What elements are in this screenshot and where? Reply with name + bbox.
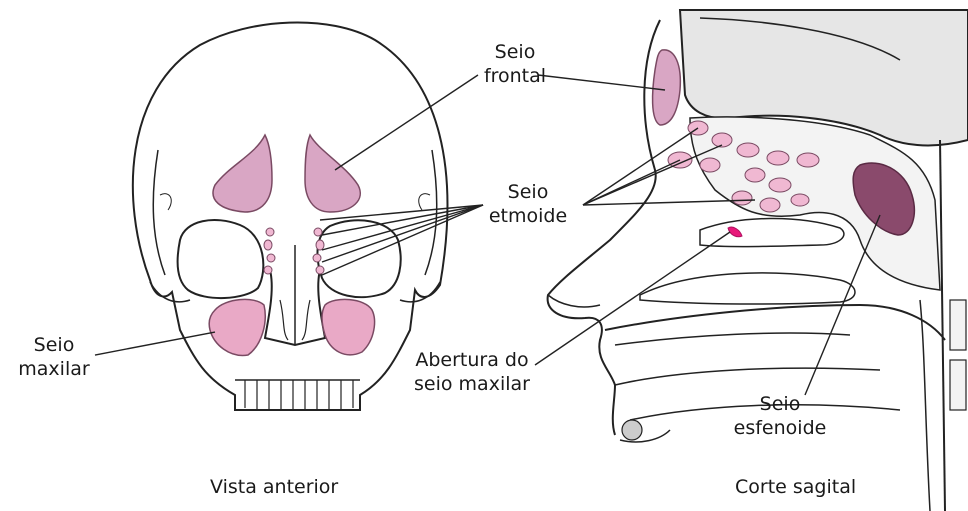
maxillary-opening <box>728 227 742 237</box>
frontal-sinus-right <box>305 135 360 212</box>
frontal-sinus-left <box>213 135 272 212</box>
label-line: maxilar <box>14 357 94 381</box>
label-line: frontal <box>475 64 555 88</box>
label-seio-maxilar: Seio maxilar <box>14 333 94 381</box>
label-line: Seio <box>475 40 555 64</box>
maxillary-sinus-left <box>209 299 265 355</box>
label-line: Seio <box>478 180 578 204</box>
skull-outline <box>133 22 448 410</box>
middle-turbinate <box>700 218 844 246</box>
label-line: etmoide <box>478 204 578 228</box>
label-abertura: Abertura do seio maxilar <box>402 348 542 396</box>
caption-anterior: Vista anterior <box>210 476 338 498</box>
ethmoid-cells-anterior <box>264 228 324 274</box>
label-seio-etmoide: Seio etmoide <box>478 180 578 228</box>
label-line: Seio <box>725 392 835 416</box>
label-line: esfenoide <box>725 416 835 440</box>
label-line: Abertura do <box>402 348 542 372</box>
maxillary-sinus-right <box>322 299 375 354</box>
left-orbit <box>178 220 264 298</box>
label-line: Seio <box>14 333 94 357</box>
frontal-sinus-sagittal <box>653 50 681 125</box>
label-line: seio maxilar <box>402 372 542 396</box>
caption-sagital: Corte sagital <box>735 476 856 498</box>
inferior-turbinate <box>640 273 855 304</box>
skull-anterior <box>133 22 448 410</box>
label-seio-frontal: Seio frontal <box>475 40 555 88</box>
hard-palate <box>605 305 945 340</box>
label-seio-esfenoide: Seio esfenoide <box>725 392 835 440</box>
